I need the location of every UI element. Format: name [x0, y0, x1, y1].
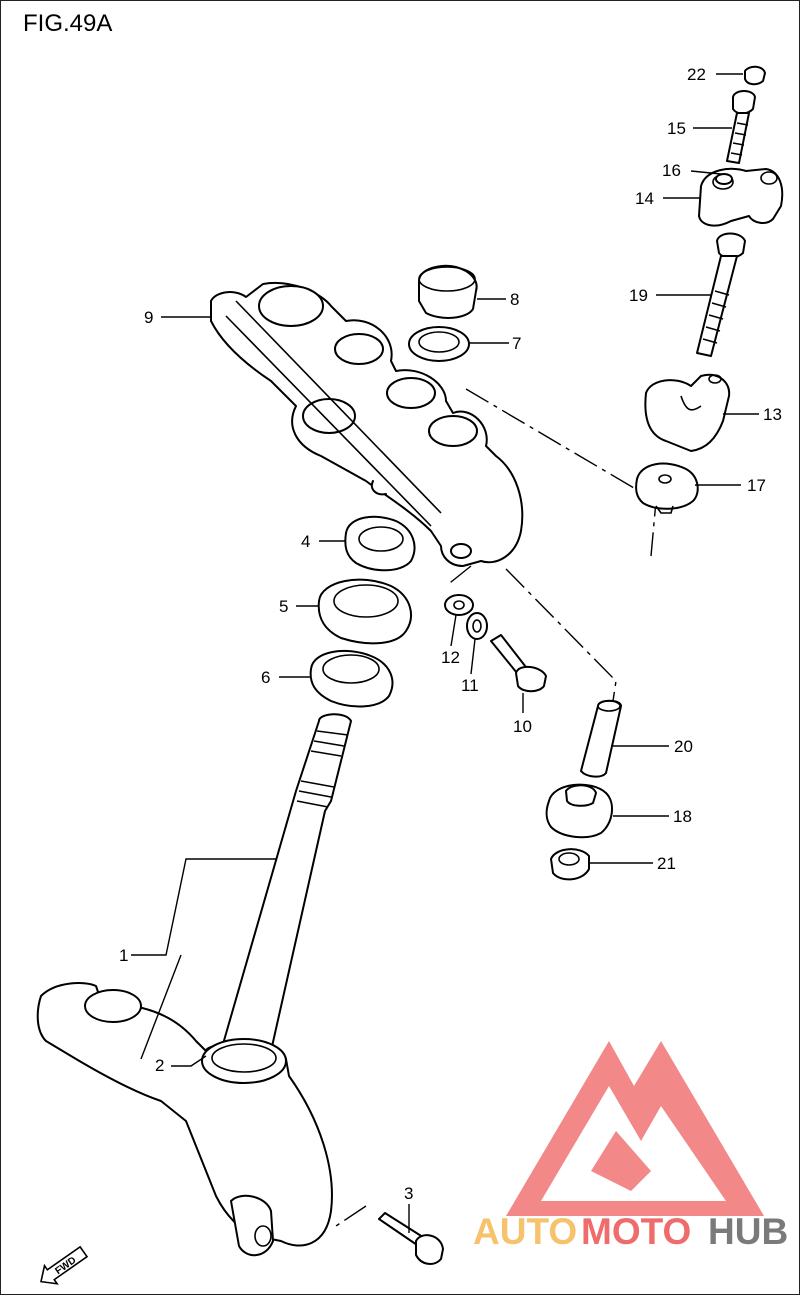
bolt-part-15: [726, 90, 756, 164]
bolt-part-3: [378, 1212, 444, 1265]
callout-22: 22: [687, 65, 706, 84]
washer-part-12: [444, 594, 474, 616]
nut-part-21: [550, 848, 590, 881]
watermark-logo: [506, 1041, 764, 1216]
callout-1: 1: [119, 946, 128, 965]
callout-13: 13: [763, 405, 782, 424]
dust-seal-part-5: [317, 578, 412, 645]
lower-holder-part-13: [644, 373, 731, 452]
upper-bracket-part-9: [210, 282, 524, 567]
cushion-part-17: [635, 462, 699, 514]
callout-9: 9: [144, 308, 153, 327]
callout-14: 14: [635, 189, 654, 208]
bearing-part-6: [309, 649, 394, 708]
washer-part-7: [408, 326, 470, 362]
cap-part-22: [744, 65, 766, 86]
callout-11: 11: [461, 676, 479, 695]
collar-part-20: [580, 699, 622, 778]
bolt-part-19: [696, 232, 746, 357]
leader-lines: [131, 73, 759, 1233]
callout-16: 16: [662, 161, 681, 180]
fwd-direction-arrow: FWD: [40, 1245, 89, 1285]
upper-holder-part-14: [698, 167, 784, 227]
callout-4: 4: [301, 532, 310, 551]
steering-nut-part-4: [344, 515, 416, 572]
figure-title: FIG.49A: [23, 10, 112, 37]
callout-7: 7: [512, 334, 521, 353]
washer-part-11: [466, 612, 488, 640]
callout-19: 19: [629, 286, 648, 305]
watermark-auto: AUTO: [473, 1211, 577, 1252]
washer-part-16: [715, 173, 733, 185]
watermark-hub: HUB: [708, 1211, 788, 1252]
callout-15: 15: [667, 119, 686, 138]
watermark-wordmark: AUTO MOTO HUB: [473, 1211, 788, 1252]
callout-20: 20: [674, 737, 693, 756]
callout-21: 21: [657, 854, 676, 873]
callout-8: 8: [510, 290, 519, 309]
callout-2: 2: [155, 1056, 164, 1075]
watermark-moto: MOTO: [581, 1211, 691, 1252]
callout-5: 5: [279, 597, 288, 616]
callout-3: 3: [404, 1184, 413, 1203]
bolt-part-10: [490, 634, 547, 693]
callout-18: 18: [673, 807, 692, 826]
callout-6: 6: [261, 668, 270, 687]
callout-12: 12: [441, 648, 460, 667]
cap-part-8: [418, 264, 478, 319]
callout-labels: 1 2 3 4 5 6 7 8 9 10 11 12 13 14 15 16 1…: [119, 65, 782, 1203]
cushion-part-18: [545, 783, 613, 839]
steering-stem-part-1: [36, 713, 352, 1257]
callout-17: 17: [747, 476, 766, 495]
callout-10: 10: [513, 717, 532, 736]
